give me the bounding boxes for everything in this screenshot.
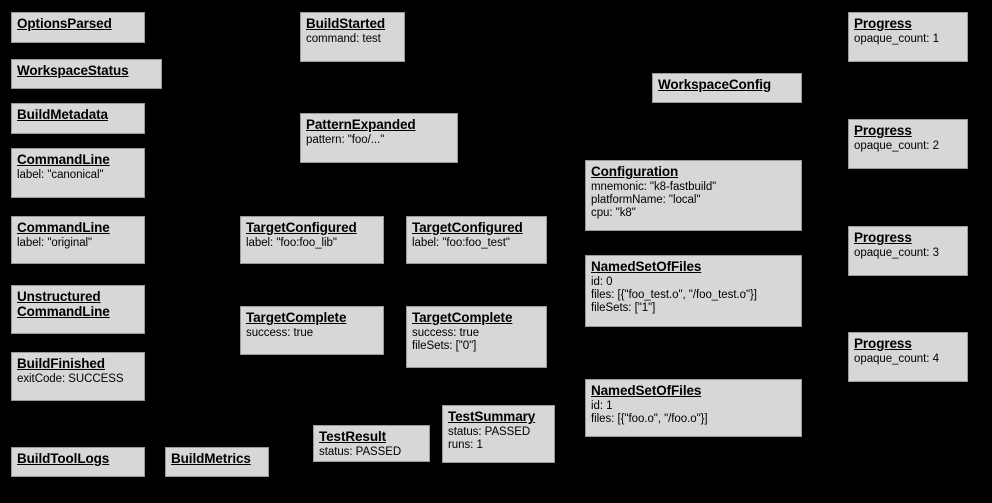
node-unstructured-command-line[interactable]: Unstructured CommandLine [11,285,145,334]
node-build-metrics[interactable]: BuildMetrics [165,447,269,477]
node-field: cpu: "k8" [591,207,636,220]
node-title: BuildToolLogs [17,451,110,466]
node-field: fileSets: ["1"] [591,302,656,315]
node-title: TestSummary [448,409,536,424]
node-field: status: PASSED [319,445,402,458]
node-workspace-status[interactable]: WorkspaceStatus [11,59,162,89]
node-title: NamedSetOfFiles [591,383,702,398]
node-title: BuildMetrics [171,451,251,466]
node-field: mnemonic: "k8-fastbuild" [591,180,717,193]
node-title: WorkspaceStatus [17,63,129,78]
node-field: id: 1 [591,399,613,412]
node-title: TargetConfigured [412,220,523,235]
node-title: Progress [854,230,912,245]
node-title: TestResult [319,429,387,444]
node-field: opaque_count: 2 [854,139,939,152]
node-field: label: "canonical" [17,168,104,181]
node-title: TargetConfigured [246,220,357,235]
node-field: label: "original" [17,236,93,249]
node-title: Progress [854,123,912,138]
node-title: CommandLine [17,152,110,167]
node-title: BuildStarted [306,16,386,31]
node-field: label: "foo:foo_test" [412,236,510,249]
node-title: Progress [854,336,912,351]
node-field: pattern: "foo/..." [306,133,385,146]
node-title: PatternExpanded [306,117,416,132]
node-title: BuildMetadata [17,107,108,122]
node-field: runs: 1 [448,438,483,451]
node-title: Progress [854,16,912,31]
node-field: exitCode: SUCCESS [17,372,124,385]
node-title: WorkspaceConfig [658,77,772,92]
node-build-metadata[interactable]: BuildMetadata [11,103,145,134]
node-build-tool-logs[interactable]: BuildToolLogs [11,447,145,477]
node-field: opaque_count: 1 [854,32,939,45]
node-field: opaque_count: 3 [854,246,939,259]
node-title: CommandLine [17,220,110,235]
node-title: TargetComplete [412,310,513,325]
node-title: Unstructured CommandLine [17,289,110,320]
node-field: success: true [246,326,314,339]
node-field: fileSets: ["0"] [412,339,477,352]
node-field: label: "foo:foo_lib" [246,236,337,249]
node-field: files: [{"foo.o", "/foo.o"}] [591,412,708,425]
node-field: platformName: "local" [591,193,701,206]
node-field: opaque_count: 4 [854,352,939,365]
node-field: command: test [306,32,381,45]
node-field: success: true [412,326,480,339]
node-title: OptionsParsed [17,16,112,31]
node-field: id: 0 [591,275,613,288]
node-field: status: PASSED [448,425,531,438]
node-title: TargetComplete [246,310,347,325]
node-workspace-config[interactable]: WorkspaceConfig [652,73,802,103]
node-title: Configuration [591,164,679,179]
node-title: BuildFinished [17,356,105,371]
node-field: files: [{"foo_test.o", "/foo_test.o"}] [591,288,757,301]
node-title: NamedSetOfFiles [591,259,702,274]
node-options-parsed[interactable]: OptionsParsed [11,12,145,43]
